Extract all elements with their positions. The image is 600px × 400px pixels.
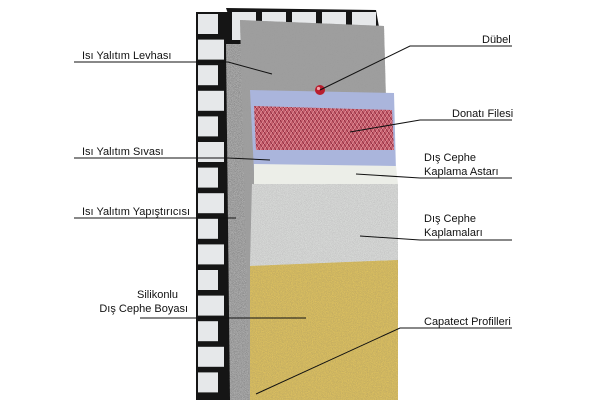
label-capatect: Capatect Profilleri (424, 316, 511, 328)
silicone-paint-layer (250, 260, 398, 400)
label-astar-line1: Dış Cephe (424, 152, 476, 164)
label-silikonlu-line1: Silikonlu (137, 289, 178, 301)
label-silikonlu-line2: Dış Cephe Boyası (99, 303, 188, 315)
label-astar-line2: Kaplama Astarı (424, 166, 499, 178)
brick (198, 142, 224, 162)
label-kaplama-line2: Kaplamaları (424, 227, 483, 239)
brick (198, 270, 218, 290)
label-isi-yalitim-yapistiricisi: Isı Yalıtım Yapıştırıcısı (82, 206, 190, 218)
brick (198, 244, 224, 265)
label-kaplama-line1: Dış Cephe (424, 213, 476, 225)
brick (198, 372, 218, 393)
textured-coat-layer (250, 184, 398, 266)
brick (198, 295, 224, 316)
brick (198, 321, 218, 342)
brick (198, 167, 218, 188)
brick (198, 90, 224, 111)
brick (198, 218, 218, 239)
brick (198, 346, 224, 367)
label-isi-yalitim-sivasi: Isı Yalıtım Sıvası (82, 146, 164, 158)
label-donati-filesi: Donatı Filesi (452, 108, 513, 120)
reinforcement-mesh-layer (254, 106, 394, 150)
primer-layer (254, 164, 398, 184)
brick (198, 193, 224, 214)
brick (198, 116, 218, 137)
label-dubel: Dübel (482, 34, 511, 46)
brick (198, 65, 218, 86)
label-isi-yalitim-levhasi: Isı Yalıtım Levhası (82, 50, 171, 62)
leader-lines (74, 45, 512, 395)
brick (198, 39, 224, 60)
brick (198, 14, 218, 34)
